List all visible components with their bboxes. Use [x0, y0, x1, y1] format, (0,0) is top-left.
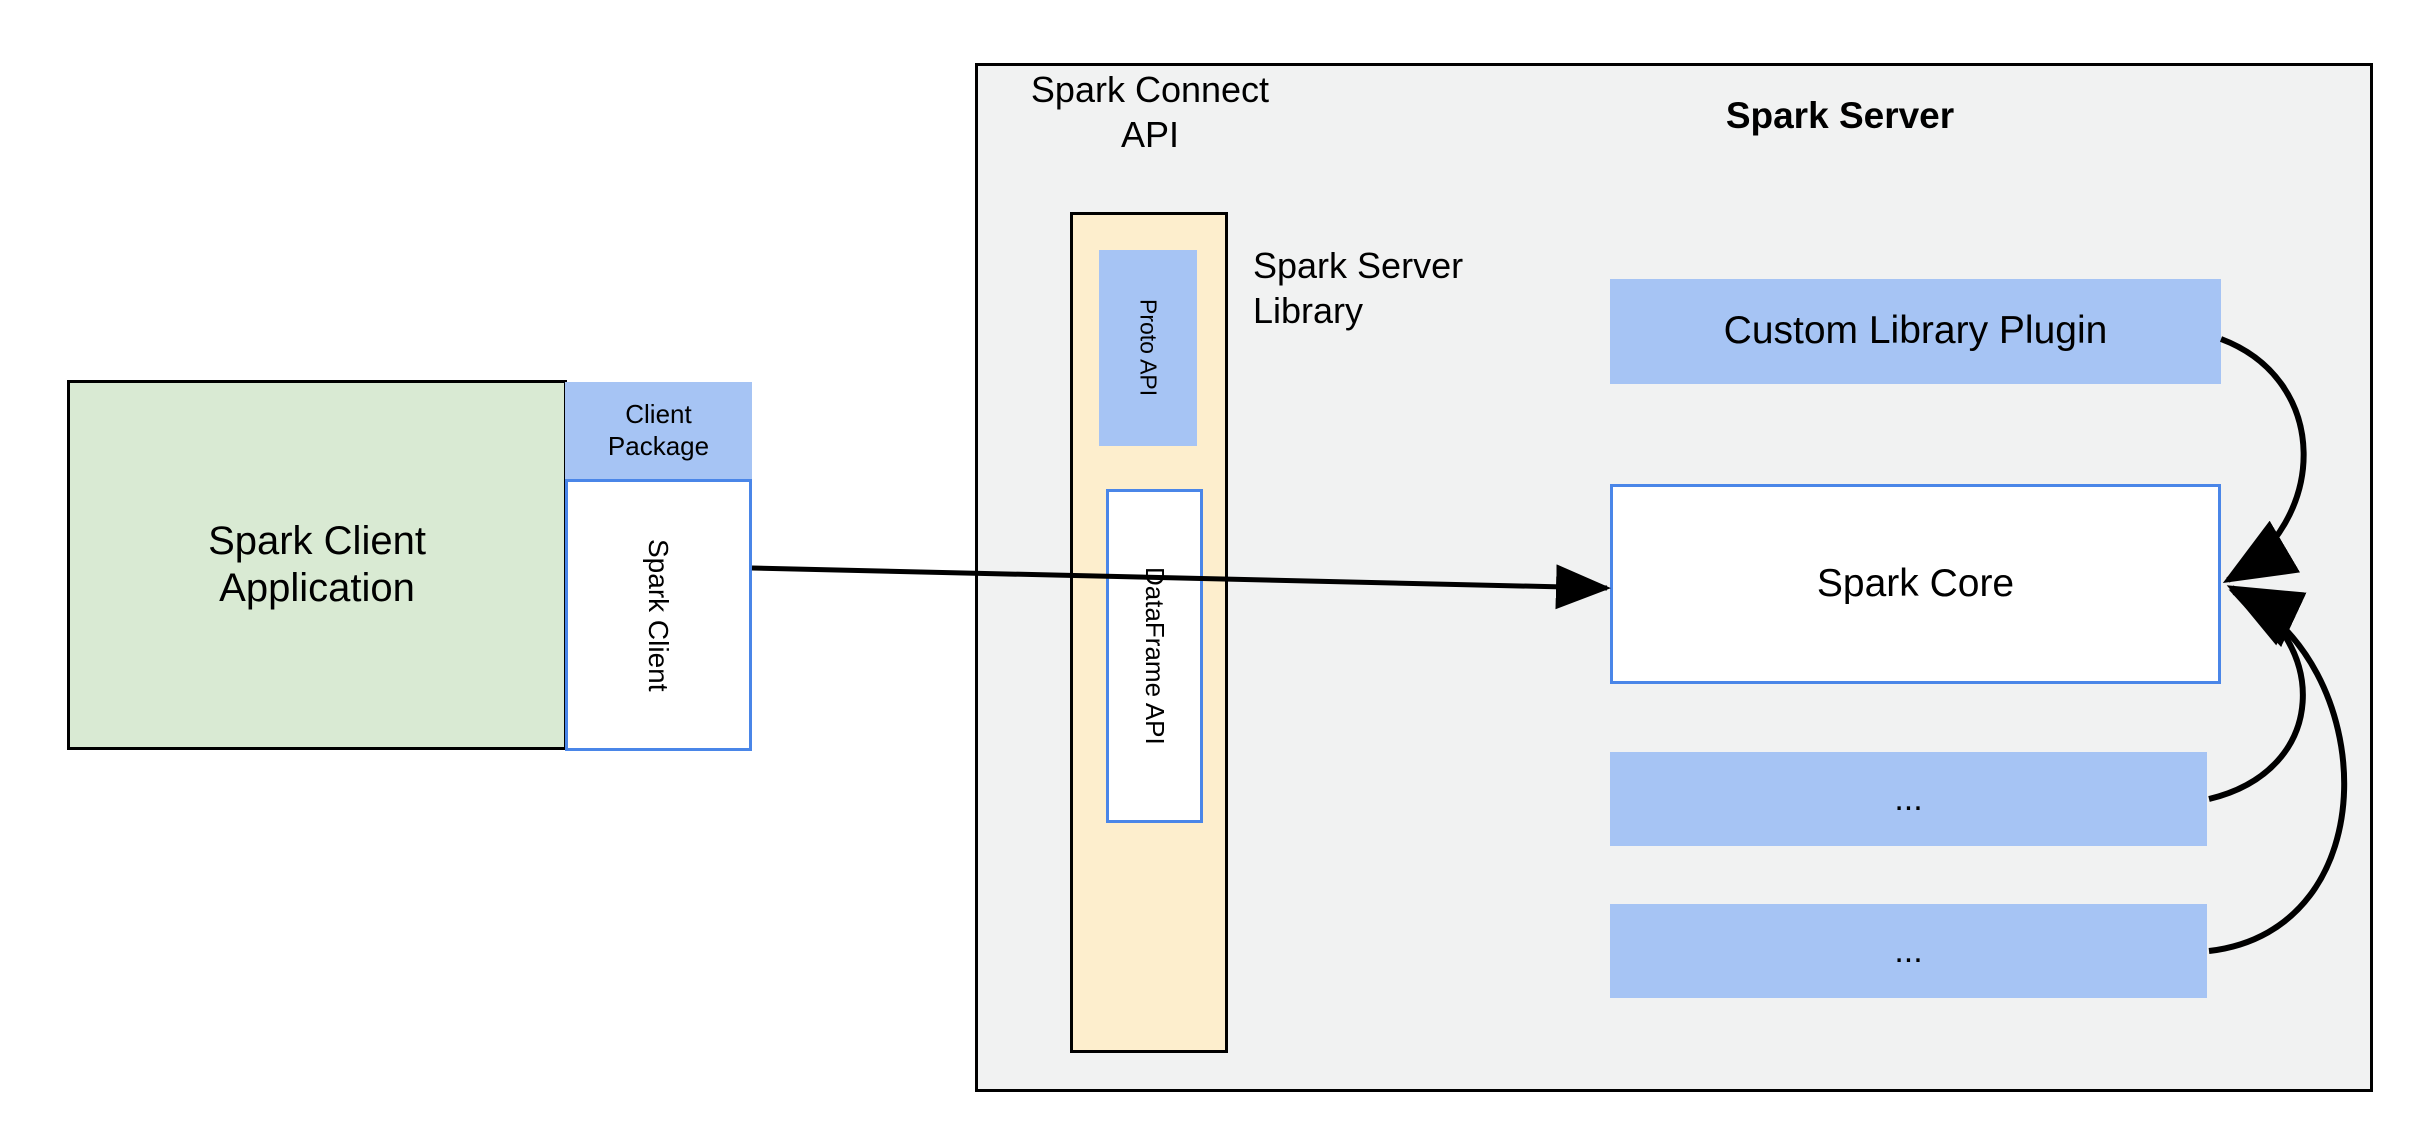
proto-api-box[interactable]: Proto API	[1099, 250, 1197, 446]
spark-connect-api-label-line2: API	[1120, 114, 1180, 155]
client-package-label-line2: Package	[607, 430, 710, 461]
client-package-box[interactable]: Client Package	[565, 382, 752, 479]
dataframe-api-box[interactable]: DataFrame API	[1106, 489, 1203, 823]
dataframe-api-label: DataFrame API	[1139, 567, 1170, 745]
spark-client-box[interactable]: Spark Client	[565, 479, 752, 751]
spark-client-label: Spark Client	[643, 538, 675, 692]
spark-client-application-box[interactable]: Spark Client Application	[67, 380, 567, 750]
custom-library-plugin-label: Custom Library Plugin	[1723, 309, 2108, 353]
spark-server-library-label-line1: Spark Server	[1253, 245, 1464, 286]
spark-client-application-label-line1: Spark Client	[208, 518, 426, 563]
spark-connect-api-label: Spark Connect API	[1000, 67, 1300, 157]
spark-server-library-label: Spark Server Library	[1253, 243, 1583, 333]
server-module-ellipsis-two[interactable]: ...	[1610, 904, 2207, 998]
server-module-ellipsis-two-label: ...	[1894, 931, 1923, 970]
spark-server-title: Spark Server	[1725, 95, 1955, 136]
spark-server-library-label-line2: Library	[1253, 290, 1364, 331]
proto-api-label: Proto API	[1135, 299, 1162, 397]
client-package-label-line1: Client	[625, 398, 692, 429]
spark-core-label: Spark Core	[1816, 561, 2015, 605]
custom-library-plugin-box[interactable]: Custom Library Plugin	[1610, 279, 2221, 384]
spark-client-application-label-line2: Application	[219, 566, 415, 610]
server-module-ellipsis-one[interactable]: ...	[1610, 752, 2207, 846]
spark-core-box[interactable]: Spark Core	[1610, 484, 2221, 684]
spark-connect-api-label-line1: Spark Connect	[1030, 69, 1270, 110]
server-module-ellipsis-one-label: ...	[1894, 779, 1923, 818]
